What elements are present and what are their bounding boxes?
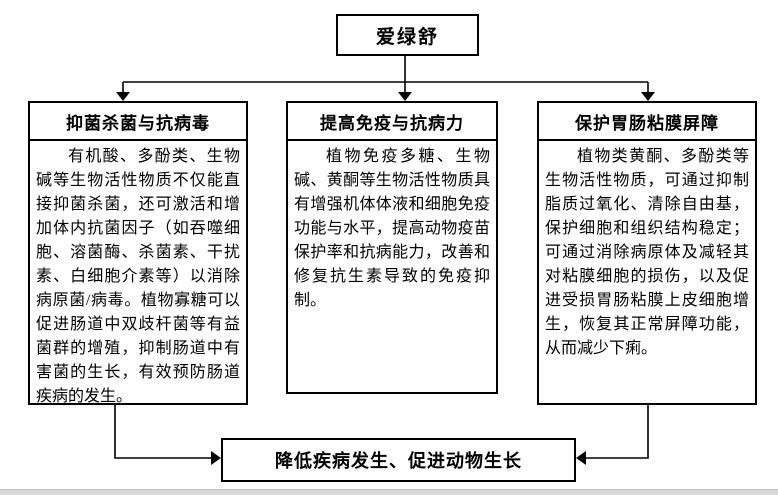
outcome-node: 降低疾病发生、促进动物生长 — [221, 438, 576, 482]
arrow-down-left-icon — [116, 92, 130, 101]
branch-node-immunity: 提高免疫与抗病力 植物免疫多糖、生物碱、黄酮等生物活性物质具有增强机体体液和细胞… — [286, 101, 498, 394]
branch-title: 抑菌杀菌与抗病毒 — [30, 103, 246, 141]
arrow-down-right-icon — [641, 92, 655, 101]
branch-description: 有机酸、多酚类、生物碱等生物活性物质不仅能直接抑菌杀菌，还可激活和增加体内抗菌因… — [36, 148, 240, 403]
outcome-node-label: 降低疾病发生、促进动物生长 — [275, 451, 522, 471]
branch-node-mucosa-protection: 保护胃肠粘膜屏障 植物类黄酮、多酚类等生物活性物质，可通过抑制脂质过氧化、清除自… — [537, 101, 757, 405]
branch-description: 植物免疫多糖、生物碱、黄酮等生物活性物质具有增强机体体液和细胞免疫功能与水平，提… — [294, 148, 490, 309]
arrow-down-middle-icon — [398, 92, 412, 101]
left-outcome-connector — [114, 405, 211, 459]
arrow-left-icon — [576, 451, 586, 465]
arrow-right-icon — [211, 451, 221, 465]
right-outcome-connector — [586, 405, 649, 459]
root-node: 爱绿舒 — [336, 14, 479, 56]
branch-description: 植物类黄酮、多酚类等生物活性物质，可通过抑制脂质过氧化、清除自由基，保护细胞和组… — [545, 148, 749, 357]
branch-node-antibacterial: 抑菌杀菌与抗病毒 有机酸、多酚类、生物碱等生物活性物质不仅能直接抑菌杀菌，还可激… — [28, 101, 248, 405]
branch-title: 保护胃肠粘膜屏障 — [539, 103, 755, 141]
branch-title: 提高免疫与抗病力 — [288, 103, 496, 141]
root-node-label: 爱绿舒 — [375, 26, 439, 48]
page-edge-strip — [0, 489, 778, 495]
